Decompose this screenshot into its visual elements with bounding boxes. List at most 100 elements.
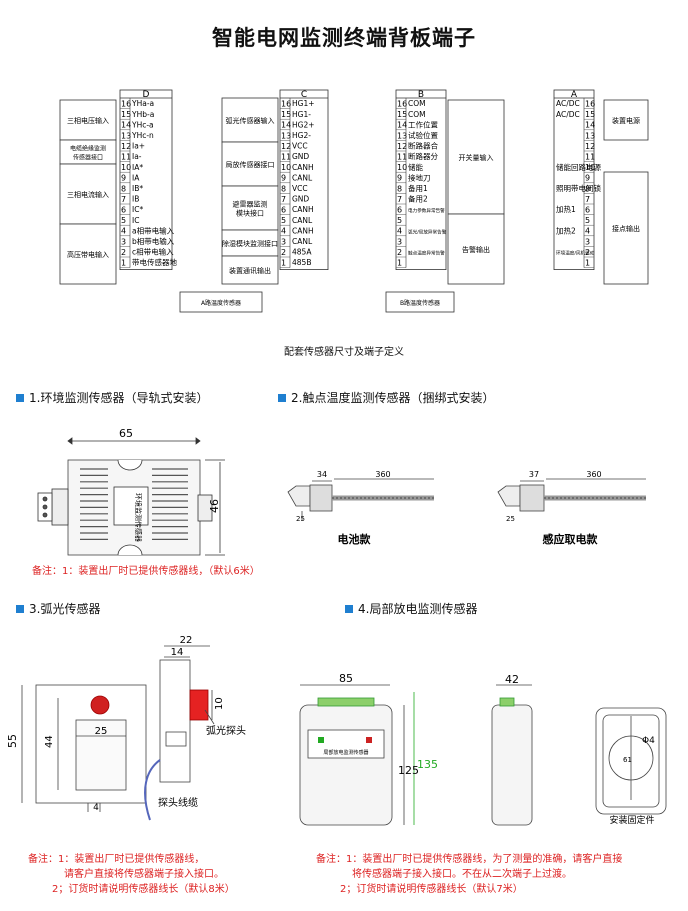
- pin-number: 11: [397, 153, 407, 162]
- arc-dim-14: 14: [171, 647, 184, 658]
- pin-number: 1: [121, 259, 126, 268]
- arc-sensor-front: [21, 684, 147, 812]
- pin-signal: CANL: [292, 173, 313, 182]
- arc-dim-22: 22: [180, 635, 193, 646]
- pin-number: 4: [281, 227, 286, 236]
- arc-dim-25: 25: [95, 726, 108, 737]
- env-height-dim: 46: [208, 499, 221, 513]
- section-1-heading: 1.环境监测传感器（导轨式安装）: [16, 389, 208, 406]
- pin-number: 12: [585, 142, 595, 151]
- pin-signal: GND: [292, 195, 309, 204]
- pin-number: 1: [281, 259, 286, 268]
- pin-number: 16: [281, 100, 291, 109]
- note-env: 备注：1：装置出厂时已提供传感器线，（默认6米）: [32, 566, 260, 577]
- group-label: 三相电压输入: [67, 116, 109, 125]
- pin-number: 1: [585, 259, 590, 268]
- page-title: 智能电网监测终端背板端子: [212, 26, 476, 50]
- block-d-header: D: [143, 90, 150, 100]
- pin-signal: IB*: [132, 184, 143, 193]
- pin-number: 15: [397, 110, 407, 119]
- section-4-heading: 4.局部放电监测传感器: [345, 600, 477, 617]
- pin-signal: 接地刀: [408, 172, 431, 182]
- pin-number: 10: [397, 163, 407, 172]
- pin-signal: CANH: [292, 205, 314, 214]
- pin-number: 13: [121, 131, 131, 140]
- pin-number: 5: [281, 216, 286, 225]
- group-label: A路温度传感器: [201, 299, 241, 307]
- group-label: 开关量输入: [459, 153, 494, 162]
- pd-led-red: [366, 737, 372, 743]
- pin-number: 11: [121, 153, 131, 162]
- pin-signal: 试验位置: [408, 130, 438, 140]
- pin-signal: Ia+: [132, 142, 145, 151]
- pin-number: 12: [281, 142, 291, 151]
- pin-number: 9: [281, 174, 286, 183]
- pin-number: 5: [121, 216, 126, 225]
- pin-number: 6: [585, 206, 590, 215]
- pin-number: 12: [121, 142, 131, 151]
- note-arc: 备注：1：装置出厂时已提供传感器线， 请客户直接将传感器端子接入接口。 2；订货…: [28, 854, 235, 895]
- group-label: 高压带电输入: [67, 250, 109, 259]
- pin-number: 6: [281, 206, 286, 215]
- contact-battery-caption: 电池款: [338, 532, 372, 546]
- pin-number: 2: [281, 248, 286, 257]
- pin-number: 7: [281, 195, 286, 204]
- pin-signal: HG1+: [292, 99, 315, 108]
- pd-dim-135: 135: [417, 758, 438, 771]
- pd-mount: [595, 707, 667, 815]
- pin-number: 11: [585, 153, 595, 162]
- pin-signal: YHa-a: [131, 99, 154, 108]
- pin-signal: 485B: [292, 258, 311, 267]
- pin-number: 3: [281, 237, 286, 246]
- pd-led-green: [318, 737, 324, 743]
- group-label: 告警输出: [462, 245, 490, 254]
- bullet-square-icon: [278, 393, 286, 402]
- pd-sensor-side: [491, 684, 533, 826]
- pin-number: 16: [397, 100, 407, 109]
- pin-number: 8: [281, 184, 286, 193]
- pin-number: 14: [585, 121, 595, 130]
- contact-induction-height: 25: [506, 515, 515, 523]
- pin-signal: AC/DC: [556, 110, 580, 119]
- pin-number: 11: [281, 153, 291, 162]
- pin-signal: 断路器合: [408, 141, 438, 151]
- pd-dim-85: 85: [339, 672, 353, 685]
- env-sensor-text: 环境监测传感器: [134, 493, 143, 542]
- pin-number: 3: [121, 237, 126, 246]
- contact-sensor-induction: [497, 478, 646, 512]
- pin-number: 2: [397, 248, 402, 257]
- pin-signal: IA: [132, 173, 140, 182]
- group-label: B路温度传感器: [400, 299, 440, 307]
- pin-number: 8: [585, 184, 590, 193]
- arc-dim-44: 44: [44, 735, 55, 748]
- block-b-header: B: [418, 90, 424, 100]
- group-label: 装置通讯输出: [229, 266, 271, 275]
- pin-number: 7: [121, 195, 126, 204]
- sensor-drawings-bottom: 55 44 25 4 22 14 10 弧光探头 探头线缆 85 125 135…: [6, 635, 667, 826]
- pd-dim-42: 42: [505, 673, 519, 686]
- pin-number: 9: [121, 174, 126, 183]
- block-a-header: A: [571, 90, 578, 100]
- pin-number: 2: [121, 248, 126, 257]
- pin-signal: 弧光/局放异常告警: [408, 228, 447, 235]
- pin-number: 1: [397, 259, 402, 268]
- pin-signal: 加热1: [556, 204, 576, 214]
- pin-signal: 断路器分: [408, 151, 438, 161]
- pd-dim-125: 125: [398, 764, 419, 777]
- pin-signal: AC/DC: [556, 99, 580, 108]
- pin-signal: IA*: [132, 163, 143, 172]
- pin-signal: CANL: [292, 216, 313, 225]
- pin-signal: COM: [408, 110, 426, 119]
- group-label: 传感器接口: [73, 154, 103, 162]
- pin-number: 16: [585, 100, 595, 109]
- pin-signal: YHc-a: [131, 120, 154, 129]
- pin-signal: 储能回路电源: [556, 162, 601, 172]
- arc-dim-4: 4: [93, 803, 99, 813]
- pin-number: 15: [585, 110, 595, 119]
- pin-number: 10: [121, 163, 131, 172]
- pin-number: 4: [121, 227, 126, 236]
- group-label: 弧光传感器输入: [226, 116, 275, 125]
- pin-number: 8: [397, 184, 402, 193]
